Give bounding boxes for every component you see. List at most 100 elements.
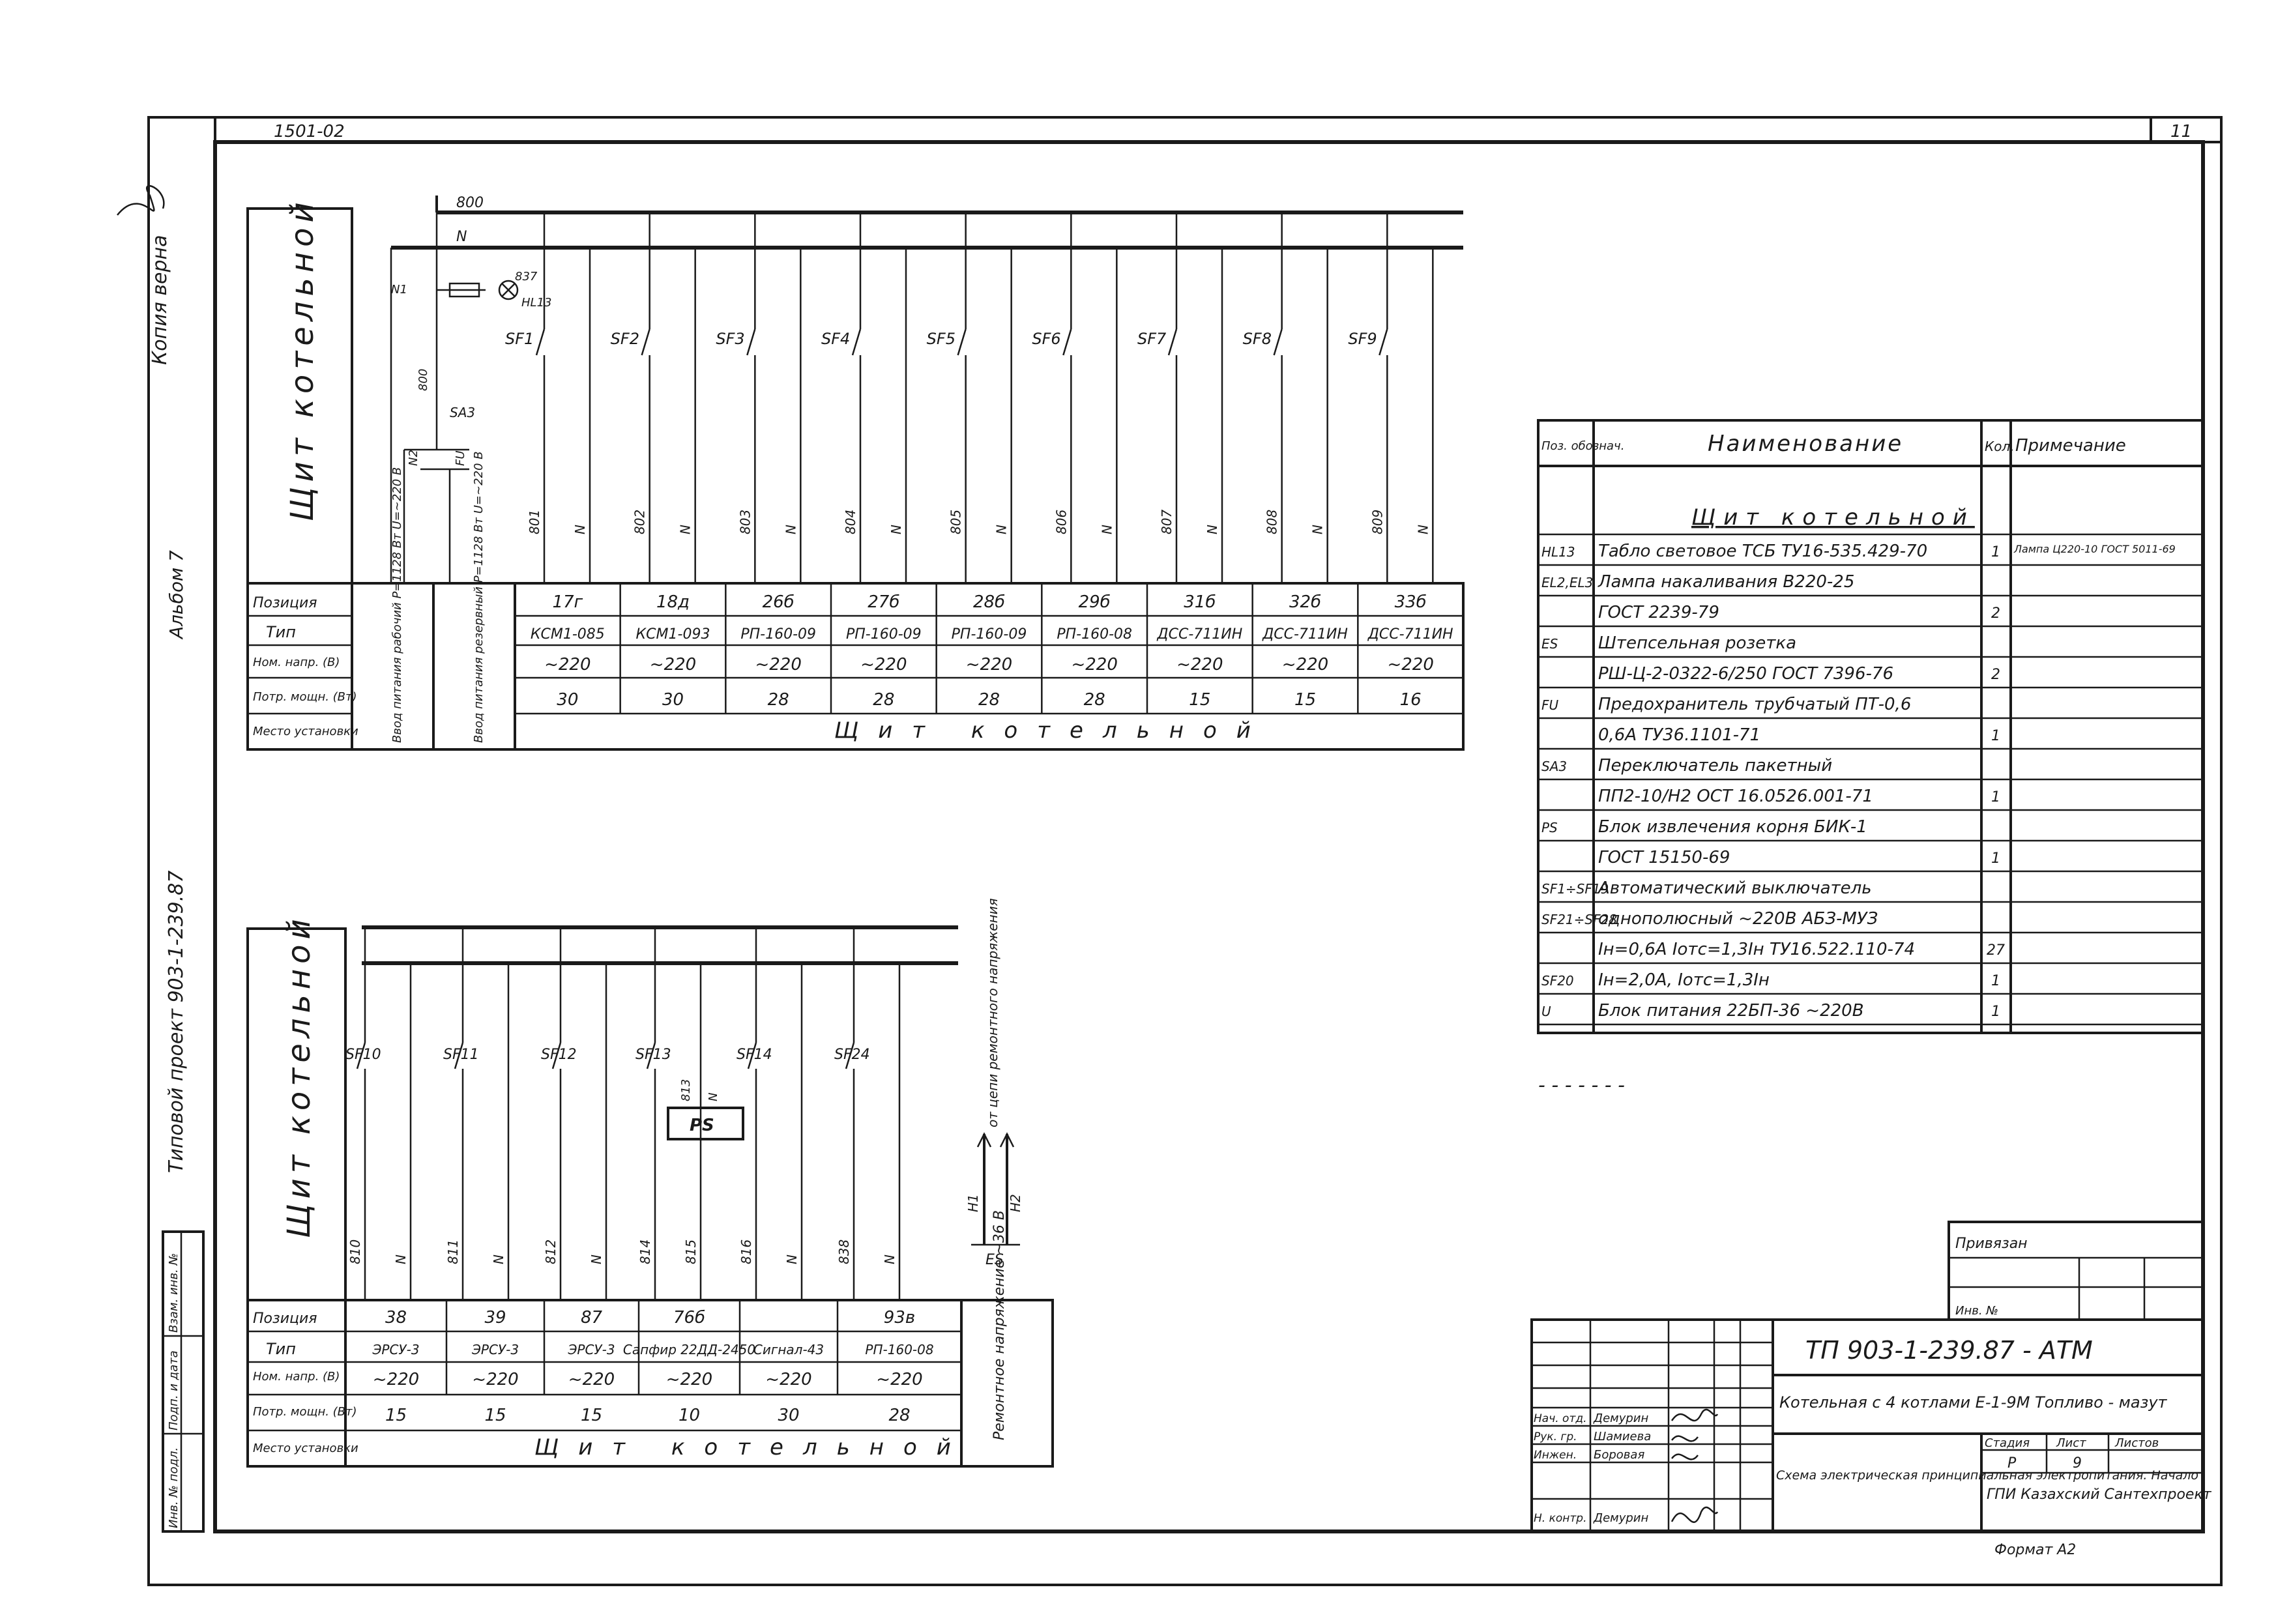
top-wire-label: 805 <box>948 510 964 534</box>
top-cell-volt: ~220 <box>544 655 591 674</box>
spec-pos: HL13 <box>1541 544 1575 560</box>
bottom-breaker-label: SF13 <box>635 1047 671 1063</box>
role-2: Рук. гр. <box>1534 1430 1577 1443</box>
top-breaker-label: SF5 <box>927 330 956 348</box>
top-wire-label: 806 <box>1053 510 1069 534</box>
bottom-breaker-contact <box>747 1042 757 1069</box>
top-cell-power: 30 <box>557 690 578 710</box>
bottom-breaker-label: SF14 <box>737 1047 772 1063</box>
bottom-table-columns: 38ЭРСУ-3~2201539ЭРСУ-3~2201587ЭРСУ-3~220… <box>372 1300 934 1425</box>
top-cell-type: РП-160-08 <box>1057 626 1132 643</box>
bottom-cell-power: 30 <box>778 1406 799 1425</box>
top-wire-label: 802 <box>632 510 648 534</box>
bottom-row-volt: Ном. напр. (В) <box>253 1370 340 1384</box>
bottom-wire-n-label: N <box>393 1254 409 1264</box>
top-wire-label: 804 <box>843 510 858 534</box>
object-name: Котельная с 4 котлами Е-1-9М Топливо - м… <box>1779 1393 2168 1412</box>
name-3: Боровая <box>1594 1448 1644 1462</box>
bottom-breaker-contact <box>551 1042 562 1069</box>
spec-pos: PS <box>1541 820 1558 835</box>
spec-hdr-qty: Кол. <box>1985 439 2015 454</box>
stage-header: Стадия <box>1985 1436 2030 1450</box>
top-breaker-contact <box>1062 328 1072 356</box>
top-row-pos: Позиция <box>253 595 317 611</box>
top-cell-type: РП-160-09 <box>952 626 1027 643</box>
bottom-cell-power: 28 <box>888 1406 910 1425</box>
bottom-breaker-label: SF24 <box>834 1047 870 1063</box>
top-wire-n-label: N <box>678 525 693 534</box>
fu-label: N1 <box>391 283 407 297</box>
n2-label: FU <box>454 450 467 466</box>
bottom-wire-n-label: N <box>882 1254 897 1264</box>
bottom-cell-pos: 39 <box>484 1308 506 1327</box>
bottom-cell-power: 15 <box>385 1406 407 1425</box>
h2-label: H2 <box>1008 1194 1023 1212</box>
spec-pos: EL2,EL3 <box>1541 575 1593 590</box>
top-cell-type: КСМ1-093 <box>636 626 710 643</box>
bottom-cell-volt: ~220 <box>765 1370 811 1389</box>
spec-name: Табло световое ТСБ ТУ16-535.429-70 <box>1598 542 1927 561</box>
spec-qty: 1 <box>1991 1004 2000 1020</box>
bottom-cell-power: 15 <box>484 1406 506 1425</box>
spec-name: Штепсельная розетка <box>1598 633 1796 653</box>
copy-note: Копия верна <box>149 235 171 365</box>
top-breaker-label: SF4 <box>821 330 850 348</box>
bottom-cell-power: 15 <box>581 1406 602 1425</box>
top-breaker-contact <box>851 328 862 356</box>
bottom-cell-type: Сапфир 22ДД-2450 <box>623 1342 755 1357</box>
top-breaker-contact <box>641 328 650 356</box>
spec-name: 0,6А ТУ36.1101-71 <box>1598 725 1760 745</box>
bottom-breaker-label: SF10 <box>345 1047 381 1063</box>
bottom-wire-n-label: 815 <box>683 1240 699 1264</box>
top-cell-pos: 33б <box>1395 592 1427 612</box>
bottom-breaker-contact <box>356 1042 366 1069</box>
spec-name: Предохранитель трубчатый ПТ-0,6 <box>1598 695 1911 714</box>
top-row-location: Место установки <box>253 725 358 738</box>
top-breaker-contact <box>957 328 967 356</box>
top-cell-volt: ~220 <box>1071 655 1117 674</box>
sheet-corner-number: 11 <box>2170 122 2192 141</box>
top-cell-type: ДСС-711ИН <box>1156 626 1242 643</box>
top-breaker-label: SF3 <box>716 330 744 348</box>
top-cell-volt: ~220 <box>860 655 907 674</box>
top-cell-volt: ~220 <box>1387 655 1433 674</box>
spec-qty: 1 <box>1991 789 2000 805</box>
spec-qty: 1 <box>1991 728 2000 744</box>
top-wire-n-label: N <box>1204 525 1220 534</box>
bottom-breaker-label: SF12 <box>541 1047 577 1063</box>
inv-no-label: Инв. № <box>1955 1304 1998 1318</box>
input-reserve-label: Ввод питания резервный P=1128 Вт U=~220 … <box>472 451 486 743</box>
top-breaker-contact <box>1167 328 1178 356</box>
sf13-wire-813: 813 <box>679 1079 693 1101</box>
spec-qty: 27 <box>1987 942 2005 959</box>
top-breaker-contact <box>1273 328 1283 356</box>
sheets-header: Листов <box>2114 1436 2159 1450</box>
top-cell-volt: ~220 <box>1176 655 1223 674</box>
bottom-wire-n-label: N <box>491 1254 506 1264</box>
bottom-cell-pos: 93в <box>884 1308 915 1327</box>
spec-pos: SA3 <box>1541 759 1567 774</box>
top-row-power: Потр. мощн. (Вт) <box>253 690 357 704</box>
spec-name: ГОСТ 2239-79 <box>1598 603 1719 622</box>
bottom-wire-label: 814 <box>637 1240 653 1264</box>
sheet-format: Формат А2 <box>1994 1542 2076 1558</box>
spec-qty: 1 <box>1991 973 2000 989</box>
spec-pos: SF1÷SF19 <box>1541 881 1609 897</box>
spec-qty: 2 <box>1991 667 2000 683</box>
top-code: 1501-02 <box>274 122 345 141</box>
top-cell-pos: 31б <box>1184 592 1216 612</box>
bottom-wire-n-label: N <box>589 1254 604 1264</box>
top-cell-power: 16 <box>1400 690 1422 710</box>
spec-name: Iн=2,0А, Iотс=1,3Iн <box>1598 970 1770 990</box>
bottom-row-location: Место установки <box>253 1442 358 1455</box>
bottom-cell-type: Сигнал-43 <box>753 1342 824 1357</box>
top-wire-n-label: N <box>572 525 588 534</box>
bottom-panel-label: Щит котельной <box>281 914 317 1238</box>
top-cell-power: 28 <box>768 690 789 710</box>
role-1: Нач. отд. <box>1534 1412 1587 1425</box>
role-3: Инжен. <box>1534 1449 1577 1462</box>
name-2: Шамиева <box>1594 1430 1651 1443</box>
top-cell-volt: ~220 <box>1282 655 1328 674</box>
project-note: Типовой проект 903-1-239.87 <box>165 871 188 1173</box>
